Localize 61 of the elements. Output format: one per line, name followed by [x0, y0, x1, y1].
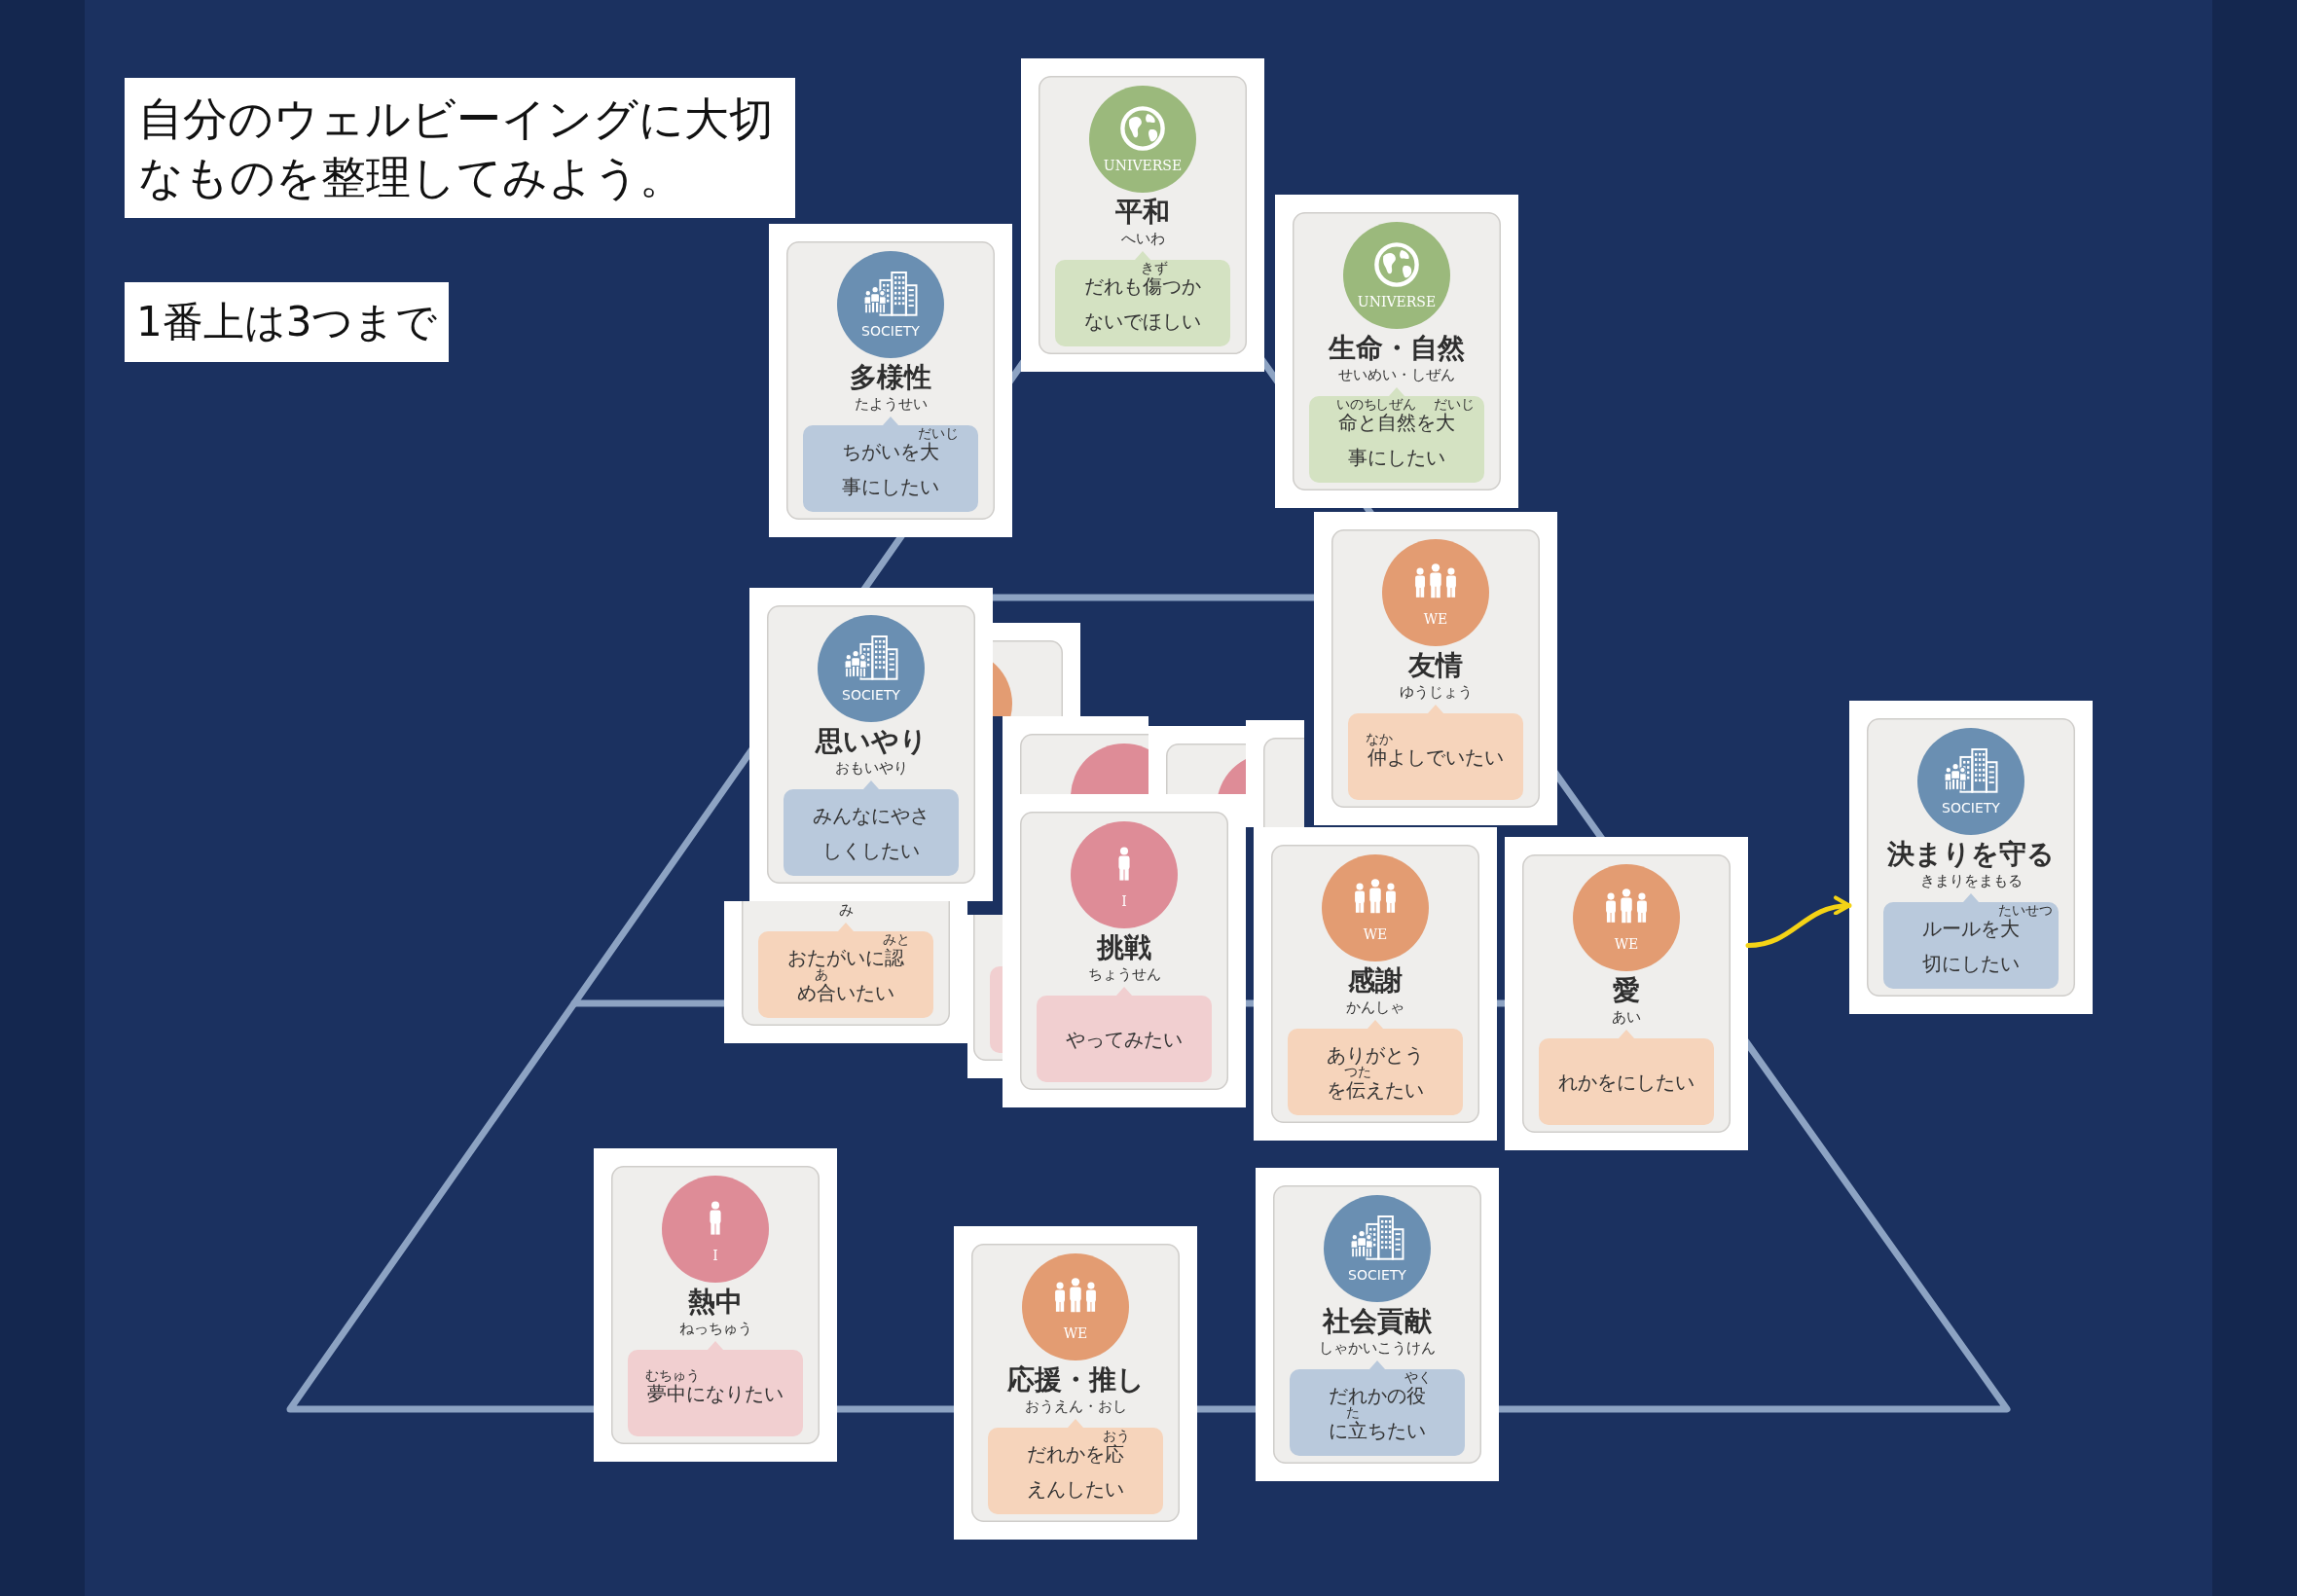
value-card [594, 1148, 837, 1462]
category-label: UNIVERSE [1357, 294, 1437, 309]
category-label: SOCIETY [1942, 800, 2000, 816]
card-title: 思いやり [815, 726, 928, 757]
reading-text: ちょうせん [1087, 965, 1161, 983]
value-card [1003, 716, 1148, 794]
card-title: 決まりを守る [1887, 839, 2055, 870]
reading-text: おもいやり [834, 759, 908, 777]
reading-text: しゃかいこうけん [1319, 1339, 1436, 1357]
card-title: 応援・推し [1006, 1364, 1145, 1396]
card-title: 挑戦 [1097, 932, 1151, 963]
card-title: 多様性 [850, 362, 931, 393]
value-card [769, 224, 1012, 537]
category-label: I [712, 1248, 718, 1263]
value-card [1148, 726, 1246, 794]
value-card [967, 915, 1003, 1078]
speech-bubble: れかをにしたい [1539, 1030, 1714, 1125]
reading-text: み [838, 901, 854, 919]
value-card [1505, 837, 1748, 1150]
value-card [1003, 794, 1246, 1107]
arrow [1745, 896, 1852, 949]
value-card [1021, 58, 1264, 372]
value-card [749, 588, 993, 901]
category-label: SOCIETY [842, 687, 900, 703]
category-label: I [1121, 893, 1127, 909]
note: 1番上は3つまで [125, 282, 450, 362]
category-label: SOCIETY [1348, 1267, 1406, 1283]
card-title: 愛 [1613, 975, 1640, 1006]
value-card [954, 1226, 1197, 1540]
card-title: 社会貢献 [1323, 1306, 1432, 1337]
value-card [724, 901, 967, 1043]
value-card [1275, 195, 1518, 508]
value-card [1254, 827, 1497, 1141]
category-label: WE [1614, 936, 1639, 952]
card-title: 熱中 [688, 1287, 743, 1318]
value-card [993, 623, 1080, 716]
category-label: SOCIETY [861, 323, 920, 339]
reading-text: ねっちゅう [678, 1320, 752, 1337]
category-label: WE [1063, 1325, 1088, 1341]
category-label: UNIVERSE [1103, 158, 1183, 173]
heading: 自分のウェルビーイングに大切なものを整理してみよう。 [125, 78, 795, 218]
reading-text: あい [1612, 1008, 1641, 1026]
card-title: 感謝 [1348, 965, 1403, 997]
value-card [1849, 701, 2093, 1014]
value-card [1314, 512, 1557, 825]
value-card [1256, 1168, 1499, 1481]
card-title: 生命・自然 [1329, 333, 1465, 364]
reading-text: せいめい・しぜん [1338, 366, 1455, 383]
reading-text: ゆうじょう [1399, 683, 1473, 701]
category-label: WE [1363, 926, 1388, 942]
category-label: WE [1423, 611, 1448, 627]
speech-bubble: みんなにやさしくしたい [784, 780, 959, 876]
card-title: 友情 [1408, 650, 1463, 681]
speech-bubble: やってみたい [1037, 987, 1212, 1082]
reading-text: へいわ [1120, 230, 1165, 247]
reading-text: おうえん・おし [1024, 1397, 1127, 1415]
reading-text: たようせい [854, 395, 928, 413]
value-card [1246, 720, 1304, 827]
card-title: 平和 [1115, 197, 1170, 228]
reading-text: きまりをまもる [1919, 872, 2023, 889]
reading-text: かんしゃ [1346, 998, 1404, 1016]
